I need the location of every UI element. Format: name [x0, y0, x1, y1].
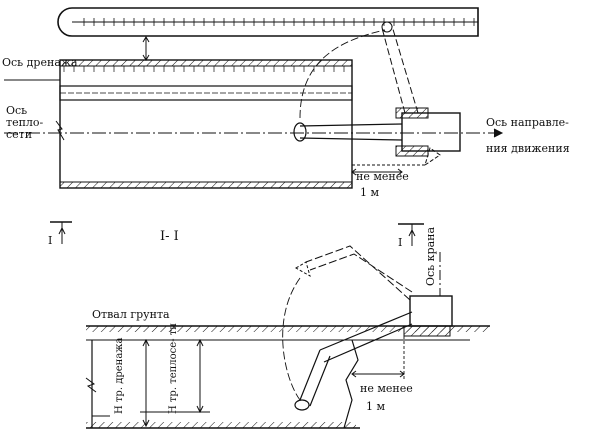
crane-section	[282, 245, 453, 411]
section-marker-right: I	[398, 223, 424, 249]
h-heating-label: H тр. теплосе- ти	[168, 323, 179, 414]
crane-axis-label: Ось крана	[424, 227, 437, 286]
heating-axis-label-3: сети	[6, 128, 32, 141]
section-marker-left-label: I	[48, 234, 52, 247]
section-title: I- I	[160, 229, 179, 244]
section-view: I I I- I	[48, 221, 490, 429]
axis-lines	[4, 79, 504, 141]
drainage-axis-label: Ось дренажа	[2, 56, 78, 69]
plan-min-distance-label-2: 1 м	[360, 186, 379, 199]
section-marker-left: I	[48, 221, 72, 247]
trench-section	[85, 338, 359, 429]
movement-axis-label-1: Ось направле-	[486, 116, 569, 129]
section-marker-right-label: I	[398, 236, 402, 249]
section-min-distance-label-1: не менее	[360, 382, 413, 395]
crane-plan	[293, 21, 461, 176]
section-min-distance-label-2: 1 м	[366, 400, 385, 413]
heating-axis-label-2: тепло-	[6, 116, 44, 129]
heating-axis-label-1: Ось	[6, 104, 27, 117]
h-drainage-label: H тр. дренажа	[114, 338, 125, 414]
spoil-heap-label: Отвал грунта	[92, 308, 170, 321]
plan-min-distance-label-1: не менее	[356, 170, 409, 183]
movement-axis-label-2: ния движения	[486, 142, 570, 155]
plan-view: Ось дренажа Ось тепло- сети Ось направле…	[2, 7, 570, 199]
pipe-string-top	[57, 7, 479, 61]
